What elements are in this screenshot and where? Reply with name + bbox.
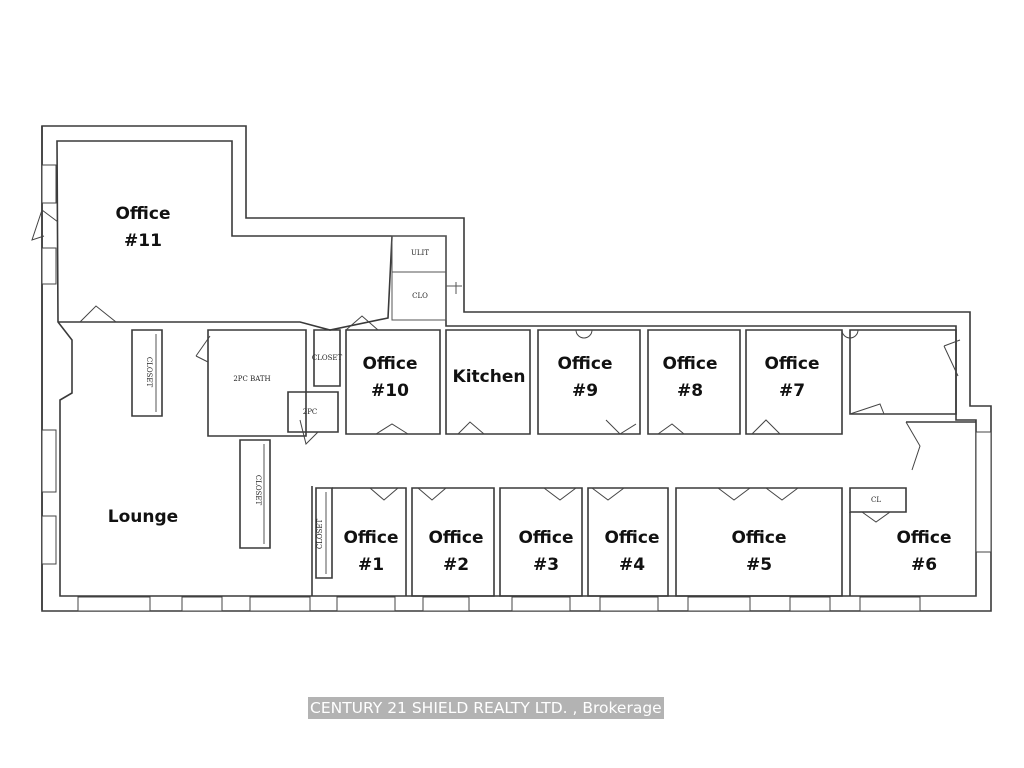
room-office-9-line2: #9 <box>572 381 598 401</box>
room-office-3-line2: #3 <box>533 555 559 575</box>
label-cl: CL <box>871 496 881 504</box>
room-office-5-line2: #5 <box>746 555 772 575</box>
room-office-11-line1: Office <box>115 204 170 224</box>
room-office-1-line2: #1 <box>358 555 384 575</box>
room-labels: Office #11 Lounge Office #10 Kitchen Off… <box>108 204 952 575</box>
room-office-3-line1: Office <box>518 528 573 548</box>
room-office-11-line2: #11 <box>124 231 162 251</box>
brokerage-watermark: CENTURY 21 SHIELD REALTY LTD. , Brokerag… <box>308 697 664 719</box>
room-office-6-line2: #6 <box>911 555 937 575</box>
room-office-7-line2: #7 <box>779 381 805 401</box>
room-office-1-line1: Office <box>343 528 398 548</box>
room-office-5-line1: Office <box>731 528 786 548</box>
interior-walls <box>58 235 976 597</box>
room-office-8-line1: Office <box>662 354 717 374</box>
room-office-9-line1: Office <box>557 354 612 374</box>
label-closet-c: CLOSET <box>254 475 262 506</box>
room-office-6-line1: Office <box>896 528 951 548</box>
label-ulit: ULIT <box>411 249 429 257</box>
closet-shelves <box>155 282 462 574</box>
room-office-4-line2: #4 <box>619 555 645 575</box>
room-lounge: Lounge <box>108 507 178 527</box>
label-closet-b: CLOSET <box>312 354 343 362</box>
label-closet-d: CLOSET <box>316 519 324 550</box>
room-office-2-line1: Office <box>428 528 483 548</box>
room-kitchen: Kitchen <box>453 367 526 387</box>
doors <box>31 209 961 523</box>
room-office-8-line2: #8 <box>677 381 703 401</box>
small-labels: ULIT CLO CLOSET CLOSET CLOSET CLOSET 2PC… <box>145 249 881 549</box>
room-office-7-line1: Office <box>764 354 819 374</box>
label-clo: CLO <box>412 292 428 300</box>
label-2pc: 2PC <box>303 408 318 416</box>
label-closet-a: CLOSET <box>145 357 153 388</box>
room-office-2-line2: #2 <box>443 555 469 575</box>
room-office-4-line1: Office <box>604 528 659 548</box>
windows <box>41 164 992 612</box>
room-office-10-line2: #10 <box>371 381 409 401</box>
room-office-10-line1: Office <box>362 354 417 374</box>
label-2pc-bath: 2PC BATH <box>233 375 270 383</box>
